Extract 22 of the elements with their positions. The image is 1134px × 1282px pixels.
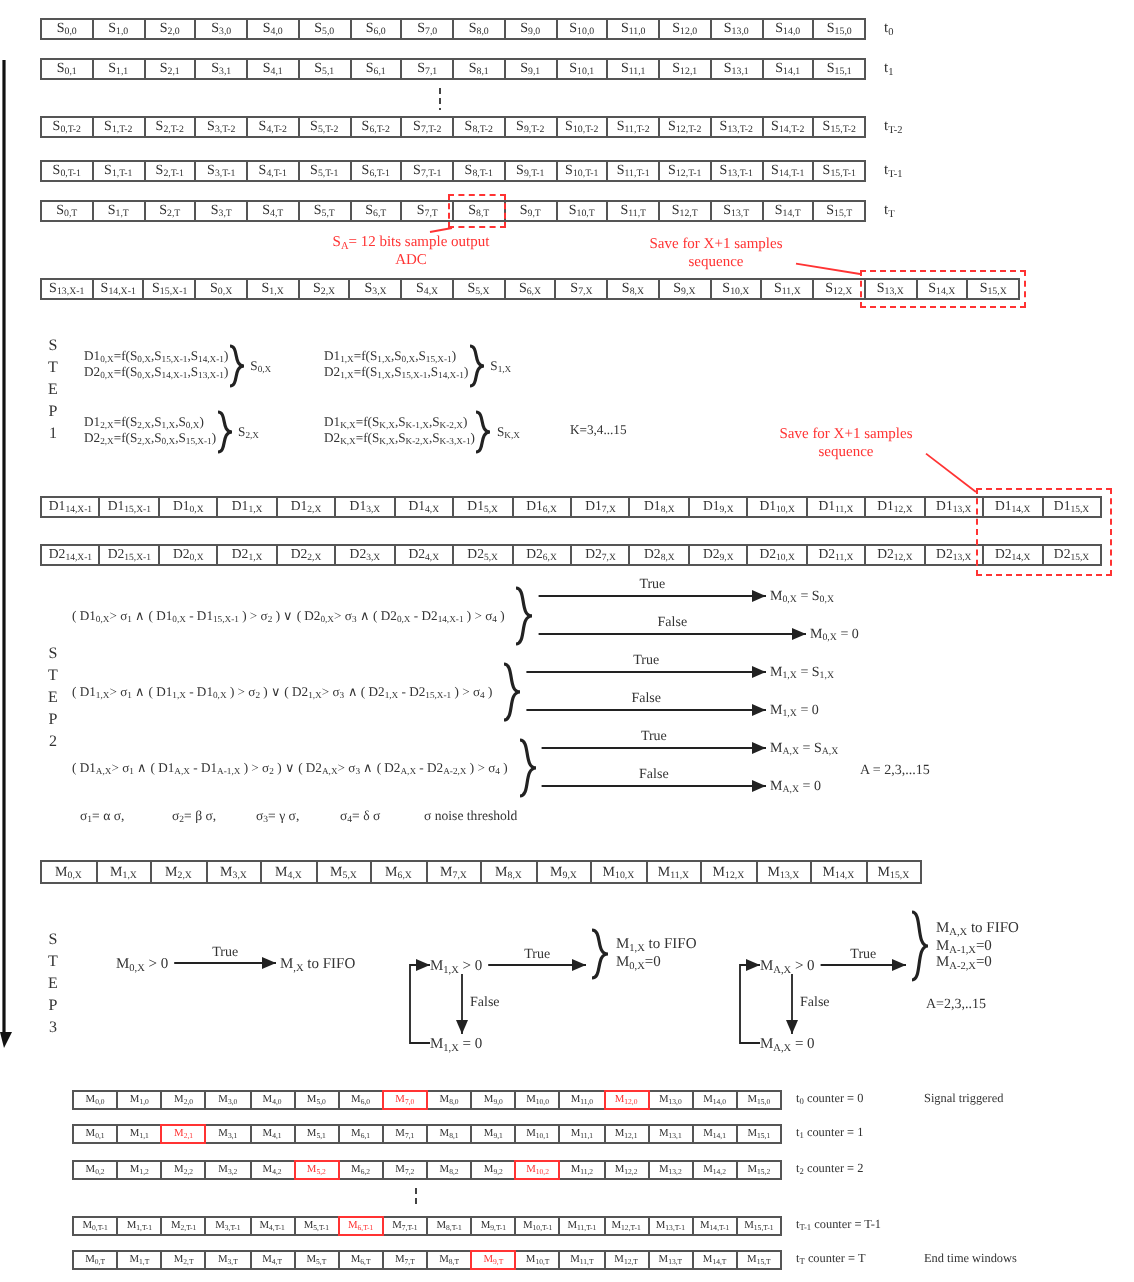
arrow — [525, 704, 767, 716]
arrow — [540, 742, 767, 754]
arrow — [786, 973, 798, 1035]
step-label: STEP1 — [44, 336, 62, 446]
arrow — [540, 780, 767, 792]
leader-line — [429, 227, 453, 233]
highlight-frame — [976, 488, 1112, 576]
arrow — [537, 590, 767, 602]
arrow — [537, 628, 807, 640]
step-label: STEP2 — [44, 644, 62, 754]
arrow — [173, 957, 277, 969]
highlight-frame — [448, 194, 506, 228]
arrow — [739, 959, 761, 1044]
step-label: STEP3 — [44, 930, 62, 1040]
arrow — [487, 959, 587, 971]
arrow — [525, 666, 767, 678]
arrow — [819, 959, 907, 971]
arrow — [456, 973, 468, 1035]
highlight-frame — [860, 270, 1026, 308]
leader-line — [795, 262, 861, 275]
arrow — [409, 959, 431, 1044]
leader-line — [925, 452, 977, 493]
